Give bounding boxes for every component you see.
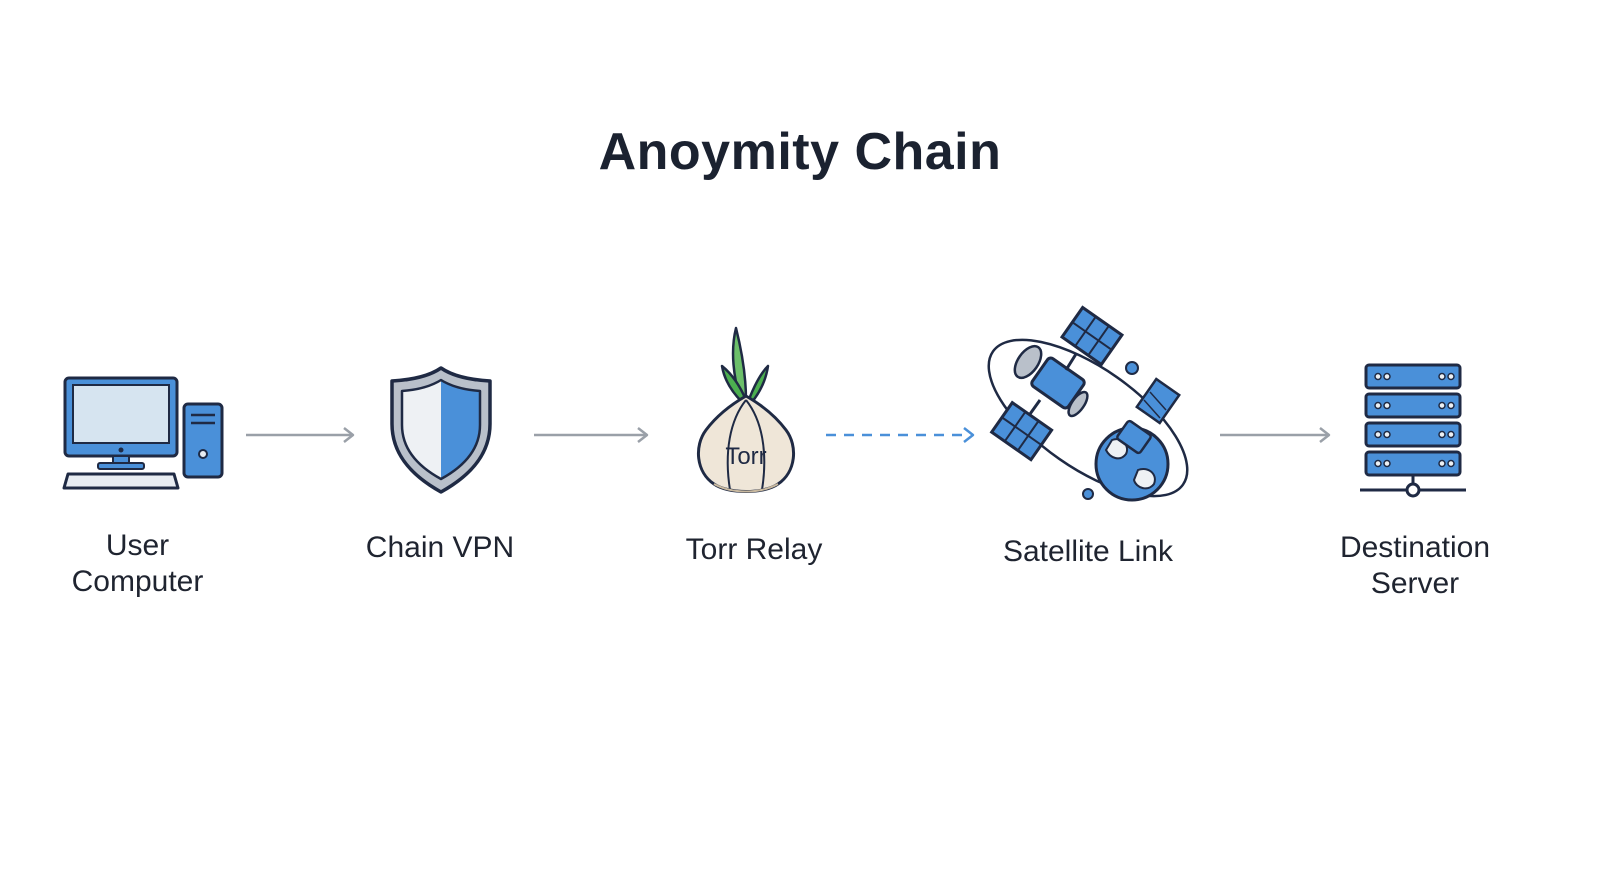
diagram-title: Anoymity Chain xyxy=(598,123,1002,181)
node-label-line: Satellite Link xyxy=(1002,535,1174,568)
node-label-line: Destination xyxy=(1339,531,1491,564)
node-label-destination-server: Destination Server xyxy=(1310,530,1520,602)
node-label-line: Computer xyxy=(71,565,204,598)
node-label-torr-relay: Torr Relay xyxy=(644,532,864,568)
satellite-icon xyxy=(987,305,1189,502)
node-label-line: Chain VPN xyxy=(365,531,515,564)
node-label-chain-vpn: Chain VPN xyxy=(330,530,550,566)
node-label-user-computer: User Computer xyxy=(40,528,235,600)
node-label-line: Server xyxy=(1370,567,1460,600)
node-label-satellite-link: Satellite Link xyxy=(968,534,1208,570)
edge-arrow-user-to-vpn xyxy=(246,427,355,443)
edge-arrow-vpn-to-torr xyxy=(534,427,649,443)
node-label-line: User xyxy=(105,529,170,562)
desktop-computer-icon xyxy=(62,376,224,490)
edge-arrow-satellite-to-server xyxy=(1220,427,1331,443)
edge-arrow-torr-to-satellite xyxy=(826,427,975,443)
server-rack-icon xyxy=(1360,363,1466,498)
onion-icon-text: Torr xyxy=(725,443,766,470)
node-label-line: Torr Relay xyxy=(685,533,823,566)
onion-icon: Torr xyxy=(696,326,796,493)
shield-icon xyxy=(390,366,492,494)
